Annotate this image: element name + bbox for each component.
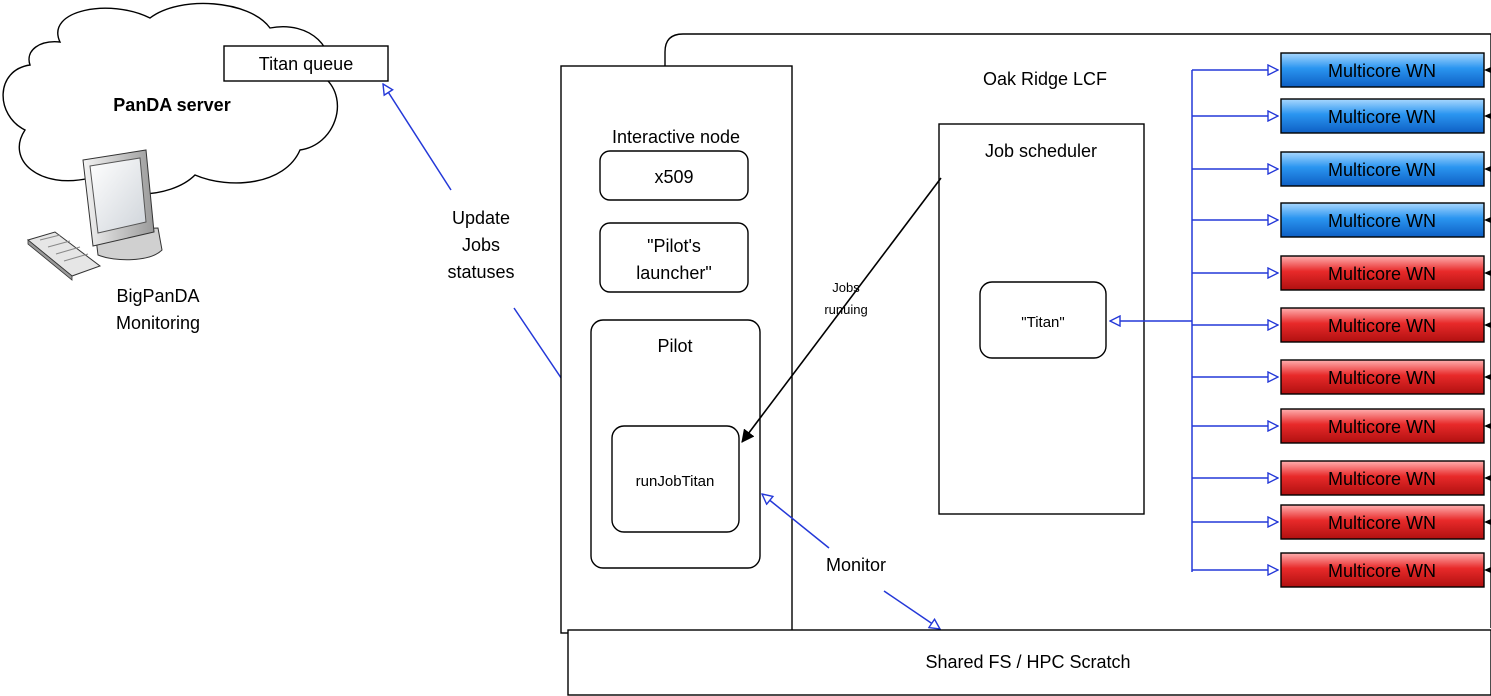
olcf-title: Oak Ridge LCF — [983, 69, 1107, 89]
jobs-running-line2: runuing — [824, 302, 867, 317]
runjobtitan-label: runJobTitan — [636, 473, 715, 490]
titan-label: "Titan" — [1021, 314, 1064, 331]
titan-queue-label: Titan queue — [259, 54, 353, 74]
runjobtitan-box — [611, 425, 740, 533]
worker-node-label: Multicore WN — [1328, 561, 1436, 581]
panda-server-label: PanDA server — [113, 95, 230, 115]
titan-queue-box: Titan queue — [223, 45, 389, 82]
wn-edge-arrowhead — [1484, 166, 1491, 172]
job-scheduler-title: Job scheduler — [985, 141, 1097, 161]
monitor-label: Monitor — [826, 555, 886, 575]
wn-edge-arrowhead — [1484, 423, 1491, 429]
x509-label: x509 — [654, 167, 693, 187]
worker-node-red — [1280, 460, 1485, 496]
worker-node-red — [1280, 552, 1485, 588]
worker-node-label: Multicore WN — [1328, 469, 1436, 489]
monitor-arrows — [762, 494, 940, 629]
wn-edge-arrowhead — [1484, 113, 1491, 119]
pilot-launcher-line2: launcher" — [636, 263, 711, 283]
worker-node-label: Multicore WN — [1328, 61, 1436, 81]
monitoring-label: Monitoring — [116, 313, 200, 333]
wn-edge-arrowhead — [1484, 475, 1491, 481]
pilot-title: Pilot — [657, 336, 692, 356]
wn-edge-arrowhead — [1484, 567, 1491, 573]
shared-fs-box: Shared FS / HPC Scratch — [567, 629, 1491, 696]
worker-node-blue — [1280, 98, 1485, 134]
update-label-line1: Update — [452, 208, 510, 228]
jobs-running-line1: Jobs — [832, 280, 860, 295]
pilot-launcher-line1: "Pilot's — [647, 236, 701, 256]
job-scheduler-box: Job scheduler "Titan" — [938, 123, 1145, 515]
worker-node-label: Multicore WN — [1328, 316, 1436, 336]
update-label-line3: statuses — [447, 262, 514, 282]
worker-node-blue — [1280, 151, 1485, 187]
wn-edge-arrowhead — [1484, 519, 1491, 525]
interactive-node-panel: Interactive node x509 "Pilot's launcher"… — [560, 65, 793, 634]
worker-node-label: Multicore WN — [1328, 368, 1436, 388]
titan-box — [979, 281, 1107, 359]
worker-node-red — [1280, 504, 1485, 540]
jobs-running-arrow — [741, 177, 942, 443]
worker-node-label: Multicore WN — [1328, 211, 1436, 231]
pilot-launcher-box — [599, 222, 749, 293]
wn-edge-arrowhead — [1484, 67, 1491, 73]
worker-node-blue — [1280, 52, 1485, 88]
worker-node-red — [1280, 408, 1485, 444]
panda-server-cloud: PanDA server — [2, 2, 339, 195]
worker-node-label: Multicore WN — [1328, 160, 1436, 180]
worker-node-label: Multicore WN — [1328, 264, 1436, 284]
x509-box — [599, 150, 749, 201]
wn-edge-arrowhead — [1484, 270, 1491, 276]
wn-edge-arrowhead — [1484, 217, 1491, 223]
worker-node-blue — [1280, 202, 1485, 238]
shared-fs-label: Shared FS / HPC Scratch — [925, 652, 1130, 672]
worker-node-label: Multicore WN — [1328, 107, 1436, 127]
update-label-line2: Jobs — [462, 235, 500, 255]
worker-nodes-group: Multicore WN Multicore WN Multicore WN Mult… — [1110, 52, 1491, 588]
interactive-node-title: Interactive node — [612, 127, 740, 147]
worker-node-red — [1280, 307, 1485, 343]
computer-icon — [26, 149, 163, 281]
wn-edge-arrowhead — [1484, 374, 1491, 380]
worker-node-label: Multicore WN — [1328, 513, 1436, 533]
wn-edge-arrowhead — [1484, 322, 1491, 328]
bigpanda-label: BigPanDA — [116, 286, 199, 306]
worker-node-label: Multicore WN — [1328, 417, 1436, 437]
